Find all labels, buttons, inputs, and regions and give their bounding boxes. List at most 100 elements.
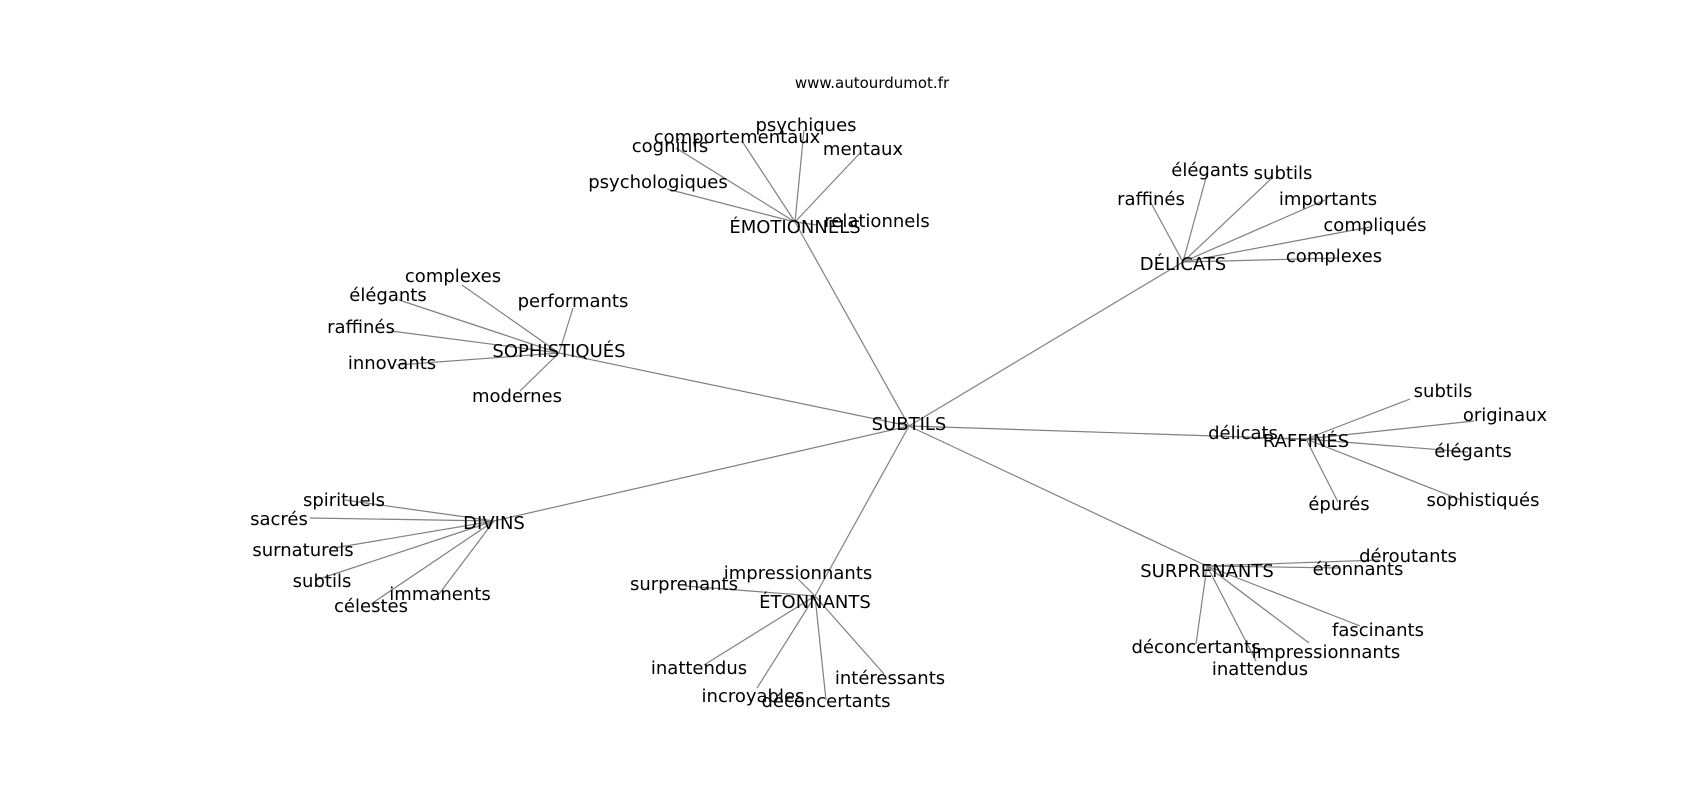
edge-sophistiques-leaf [461, 284, 560, 354]
leaf-word: déconcertants [1131, 637, 1260, 658]
edge-delicats-leaf [1182, 173, 1208, 263]
leaf-word: élégants [1171, 160, 1248, 181]
edge-surprenants-leaf [1206, 565, 1361, 627]
leaf-word: célestes [334, 596, 408, 617]
leaf-word: psychiques [755, 115, 856, 136]
leaf-word: modernes [472, 386, 562, 407]
edge-emotionnels-leaf [794, 129, 805, 223]
edge-raffines-leaf [1246, 437, 1307, 440]
leaf-word: déroutants [1359, 546, 1457, 567]
leaf-word: raffinés [327, 317, 395, 338]
edge-surprenants-leaf [1206, 565, 1341, 569]
edge-divins-leaf [315, 520, 495, 581]
leaf-word: spirituels [303, 490, 385, 511]
leaf-word: délicats [1208, 423, 1278, 444]
hub-word-raffines: RAFFINÉS [1263, 430, 1349, 452]
edge-delicats-leaf [1150, 202, 1184, 263]
leaf-word: subtils [293, 571, 352, 592]
edge-etonnants-leaf [814, 595, 827, 701]
edge-center-to-sophistiques [558, 352, 910, 427]
edge-center-to-divins [493, 425, 910, 522]
edge-emotionnels-leaf [741, 140, 796, 223]
edge-etonnants-leaf [703, 595, 816, 666]
edge-raffines-leaf [1305, 438, 1462, 501]
edge-emotionnels-leaf [666, 188, 796, 223]
edge-delicats-leaf [1182, 257, 1339, 263]
edge-center-to-delicats [908, 261, 1184, 427]
edge-raffines-leaf [1305, 398, 1411, 440]
hub-word-sophistiques: SOPHISTIQUÉS [492, 340, 625, 362]
edge-divins-leaf [370, 520, 495, 605]
edge-sophistiques-leaf [390, 330, 560, 354]
leaf-word: compliqués [1323, 215, 1426, 236]
leaf-word: performants [518, 291, 629, 312]
leaf-word: élégants [349, 285, 426, 306]
edge-etonnants-leaf [684, 585, 816, 597]
leaf-word: originaux [1463, 405, 1548, 426]
leaf-word: innovants [348, 353, 436, 374]
edge-emotionnels-leaf [675, 147, 796, 223]
edge-center-to-surprenants [908, 425, 1208, 567]
center-word: SUBTILS [872, 414, 947, 435]
leaf-word: complexes [405, 266, 501, 287]
edge-sophistiques-leaf [519, 352, 560, 392]
edge-emotionnels-leaf [794, 221, 818, 226]
edge-sophistiques-leaf [396, 352, 560, 366]
graph-edges [309, 129, 1475, 701]
leaf-word: subtils [1254, 163, 1313, 184]
edge-divins-leaf [344, 499, 495, 522]
leaf-word: sacrés [250, 509, 308, 530]
edge-emotionnels-leaf [794, 152, 861, 223]
leaf-word: impressionnants [1252, 642, 1401, 663]
source-url: www.autourdumot.fr [795, 74, 950, 92]
edge-delicats-leaf [1182, 226, 1371, 263]
edge-sophistiques-leaf [398, 299, 560, 354]
edge-etonnants-leaf [814, 595, 885, 675]
leaf-word: subtils [1414, 381, 1473, 402]
edge-surprenants-leaf [1206, 565, 1257, 662]
leaf-word: étonnants [1313, 559, 1404, 580]
edge-raffines-leaf [1305, 420, 1475, 440]
leaf-word: fascinants [1332, 620, 1424, 641]
leaf-word: inattendus [651, 658, 747, 679]
leaf-word: surnaturels [252, 540, 353, 561]
hub-word-emotionnels: ÉMOTIONNELS [729, 216, 860, 238]
edge-delicats-leaf [1182, 199, 1326, 263]
edge-raffines-leaf [1305, 438, 1469, 453]
edge-center-to-emotionnels [794, 221, 910, 427]
edge-divins-leaf [438, 520, 495, 595]
leaf-word: élégants [1434, 441, 1511, 462]
edge-surprenants-leaf [1206, 559, 1380, 567]
leaf-word: cognitifs [632, 136, 709, 157]
edge-sophistiques-leaf [558, 307, 574, 354]
leaf-word: complexes [1286, 246, 1382, 267]
leaf-word: importants [1279, 189, 1377, 210]
edge-surprenants-leaf [1195, 565, 1208, 645]
leaf-word: incroyables [702, 686, 805, 707]
edge-center-to-etonnants [814, 425, 910, 597]
leaf-word: comportementaux [654, 127, 821, 148]
leaf-word: déconcertants [761, 691, 890, 712]
leaf-word: raffinés [1117, 189, 1185, 210]
edge-surprenants-leaf [1206, 565, 1310, 644]
leaf-word: psychologiques [588, 172, 728, 193]
leaf-word: surprenants [630, 574, 738, 595]
hub-word-etonnants: ÉTONNANTS [759, 591, 871, 613]
edge-divins-leaf [309, 517, 495, 522]
leaf-word: impressionnants [724, 563, 873, 584]
edge-delicats-leaf [1182, 177, 1273, 263]
edge-divins-leaf [333, 520, 495, 549]
edge-etonnants-leaf [756, 595, 816, 689]
leaf-word: sophistiqués [1427, 490, 1540, 511]
graph-labels: complexesélégantsraffinésinnovantsmodern… [250, 115, 1547, 712]
edge-etonnants-leaf [797, 578, 816, 597]
leaf-word: inattendus [1212, 659, 1308, 680]
leaf-word: mentaux [823, 139, 904, 160]
hub-word-surprenants: SURPRENANTS [1140, 561, 1274, 582]
hub-word-divins: DIVINS [463, 513, 525, 534]
hub-word-delicats: DÉLICATS [1140, 253, 1226, 275]
leaf-word: épurés [1308, 494, 1369, 515]
leaf-word: immanents [389, 584, 490, 605]
leaf-word: relationnels [824, 211, 929, 232]
